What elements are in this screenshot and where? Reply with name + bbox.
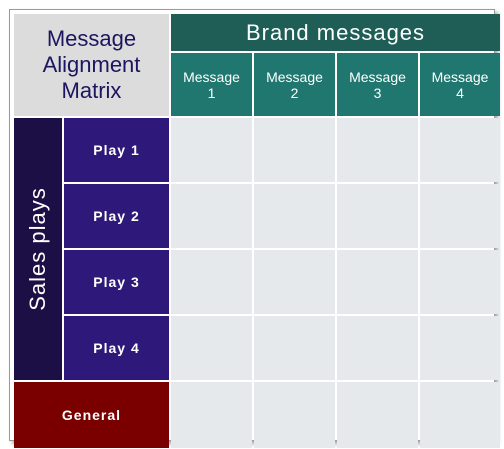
message-header-number: 2 — [290, 84, 299, 101]
matrix-cell[interactable] — [337, 382, 418, 448]
matrix-title: Message Alignment Matrix — [14, 14, 169, 116]
message-header-label: Message — [431, 68, 489, 85]
matrix-frame: Message Alignment Matrix Brand messages … — [9, 9, 500, 448]
matrix-cell[interactable] — [254, 316, 335, 380]
matrix-cell[interactable] — [420, 382, 500, 448]
matrix-cell[interactable] — [420, 316, 500, 380]
matrix-cell[interactable] — [337, 250, 418, 314]
title-line-3: Matrix — [61, 78, 122, 103]
matrix-cell[interactable] — [337, 118, 418, 182]
brand-messages-header: Brand messages — [171, 14, 500, 51]
message-header-label: Message — [183, 68, 240, 85]
matrix-cell[interactable] — [337, 316, 418, 380]
general-row-label: General — [14, 382, 169, 448]
matrix-cell[interactable] — [420, 118, 500, 182]
matrix-cell[interactable] — [171, 382, 252, 448]
message-header-number: 1 — [207, 84, 216, 101]
sales-plays-label: Sales plays — [25, 187, 51, 311]
title-line-2: Alignment — [42, 52, 141, 77]
matrix-cell[interactable] — [420, 184, 500, 248]
matrix-cell[interactable] — [254, 118, 335, 182]
play-2-label: Play 2 — [64, 184, 169, 248]
sales-plays-label-cell: Sales plays — [14, 118, 62, 380]
message-4-header: Message 4 — [420, 53, 500, 116]
play-3-label: Play 3 — [64, 250, 169, 314]
matrix-cell[interactable] — [254, 184, 335, 248]
message-alignment-matrix: Message Alignment Matrix Brand messages … — [14, 14, 500, 448]
play-4-label: Play 4 — [64, 316, 169, 380]
matrix-cell[interactable] — [171, 118, 252, 182]
matrix-cell[interactable] — [420, 250, 500, 314]
matrix-cell[interactable] — [171, 184, 252, 248]
message-header-number: 4 — [456, 84, 464, 101]
matrix-cell[interactable] — [254, 250, 335, 314]
message-2-header: Message 2 — [254, 53, 335, 116]
matrix-cell[interactable] — [254, 382, 335, 448]
message-1-header: Message 1 — [171, 53, 252, 116]
message-header-label: Message — [266, 68, 323, 85]
matrix-cell[interactable] — [171, 250, 252, 314]
message-header-label: Message — [349, 68, 406, 85]
matrix-cell[interactable] — [337, 184, 418, 248]
message-3-header: Message 3 — [337, 53, 418, 116]
matrix-cell[interactable] — [171, 316, 252, 380]
title-line-1: Message — [46, 26, 137, 51]
play-1-label: Play 1 — [64, 118, 169, 182]
message-header-number: 3 — [373, 84, 382, 101]
